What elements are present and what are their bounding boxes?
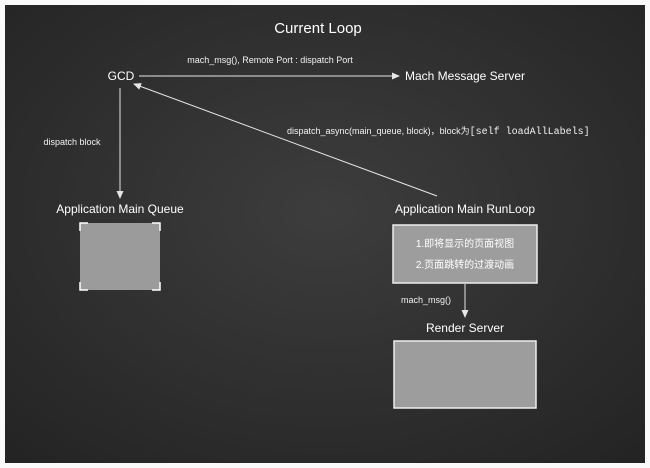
main-queue-box-corner-bl [79, 282, 88, 291]
main-queue-box [79, 222, 161, 291]
main-queue-box-corner-tl [79, 222, 88, 231]
edge-label-runloop-to-gcd: dispatch_async(main_queue, block)，block为… [287, 125, 590, 138]
node-application-main-runloop: Application Main RunLoop [395, 202, 535, 216]
edge-label-runloop-to-gcd-code: [self loadAllLabels] [470, 126, 590, 138]
main-queue-box-fill [80, 223, 160, 290]
main-queue-box-corner-tr [152, 222, 161, 231]
node-gcd: GCD [108, 69, 135, 83]
main-queue-box-corner-br [152, 282, 161, 291]
diagram-title: Current Loop [274, 20, 362, 37]
render-server-box [393, 340, 537, 409]
edge-label-dispatch-block: dispatch block [43, 137, 101, 147]
node-application-main-queue: Application Main Queue [56, 202, 184, 216]
arrow-runloop-to-gcd [133, 83, 438, 197]
edge-label-gcd-to-mach-server: mach_msg(), Remote Port : dispatch Port [187, 55, 353, 65]
main-runloop-box [392, 224, 538, 284]
edge-label-runloop-to-gcd-text: dispatch_async(main_queue, block)，block为 [287, 125, 470, 136]
node-render-server: Render Server [426, 321, 504, 335]
edge-label-mach-msg: mach_msg() [401, 295, 451, 305]
node-mach-message-server: Mach Message Server [405, 69, 525, 83]
runloop-item-2: 2.页面跳转的过渡动画 [416, 258, 514, 271]
runloop-item-1: 1.即将显示的页面视图 [416, 237, 514, 250]
